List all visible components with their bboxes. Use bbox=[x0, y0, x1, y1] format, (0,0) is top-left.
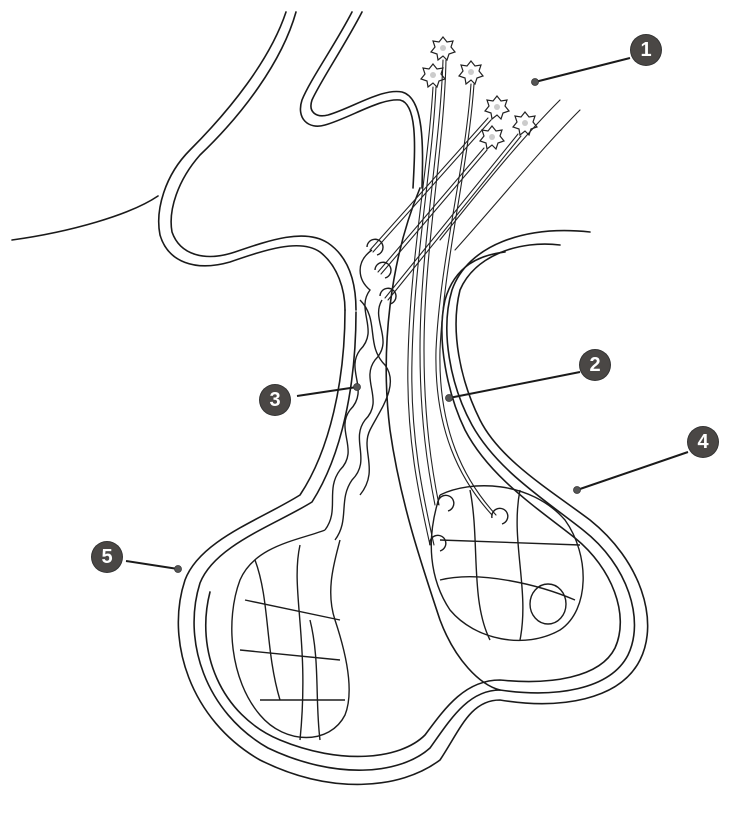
neuron-cell-body bbox=[478, 125, 506, 151]
portal-capillary-plexus bbox=[324, 238, 397, 541]
callout-badge-2: 2 bbox=[580, 350, 610, 380]
callout-badge-1: 1 bbox=[631, 35, 661, 65]
neuron-cell-body bbox=[511, 111, 539, 137]
callout-badge-5: 5 bbox=[92, 542, 122, 572]
neuron-cell-body bbox=[483, 95, 511, 121]
neurosecretory-neurons bbox=[369, 36, 581, 546]
leader-line-5 bbox=[125, 560, 179, 570]
anterior-pituitary-lobe bbox=[231, 529, 350, 741]
callout-leaders bbox=[125, 57, 689, 573]
leader-line-3 bbox=[296, 386, 358, 397]
pituitary-outline bbox=[177, 187, 649, 786]
neuron-cell-body bbox=[429, 36, 457, 62]
neuron-cell-body bbox=[457, 60, 485, 86]
posterior-pituitary-lobe bbox=[429, 485, 584, 642]
leader-line-2 bbox=[448, 371, 581, 399]
leader-line-1 bbox=[534, 57, 631, 83]
callout-badge-4: 4 bbox=[688, 427, 718, 457]
callout-badge-3: 3 bbox=[260, 385, 290, 415]
hypothalamus-outline bbox=[11, 11, 424, 311]
leader-line-4 bbox=[576, 451, 689, 491]
